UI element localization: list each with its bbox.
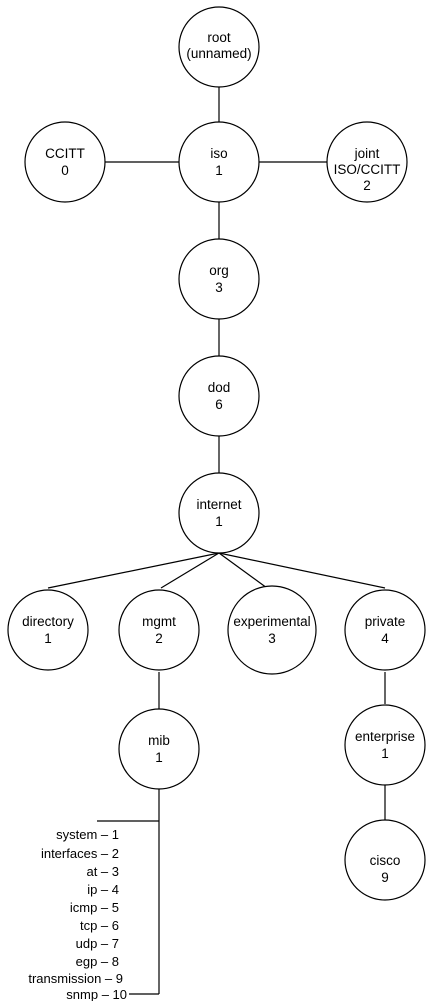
node-directory-circle — [7, 589, 89, 671]
node-joint-label: joint — [354, 146, 380, 161]
mib-group-item: tcp – 6 — [80, 918, 119, 933]
node-ccitt-value: 0 — [61, 163, 69, 178]
node-experimental-circle — [227, 585, 317, 675]
node-enterprise-label: enterprise — [355, 729, 415, 744]
node-iso: iso 1 — [178, 121, 260, 203]
edge-internet-mgmt — [160, 552, 220, 589]
node-mgmt: mgmt 2 — [118, 589, 200, 671]
node-dod: dod 6 — [178, 355, 260, 437]
mib-group-item: system – 1 — [56, 827, 119, 842]
mib-groups-list: system – 1 interfaces – 2 at – 3 ip – 4 … — [28, 827, 127, 1001]
node-directory: directory 1 — [7, 589, 89, 671]
edge-internet-private — [218, 552, 386, 589]
node-dod-value: 6 — [215, 397, 223, 412]
node-cisco-value: 9 — [381, 870, 389, 885]
node-directory-value: 1 — [44, 631, 52, 646]
node-joint-label2: ISO/CCITT — [334, 162, 401, 177]
mib-group-item: egp – 8 — [76, 954, 119, 969]
node-ccitt-label: CCITT — [45, 146, 85, 161]
node-root-value: (unnamed) — [186, 46, 251, 61]
node-mgmt-circle — [118, 589, 200, 671]
edge-internet-directory — [47, 552, 220, 589]
node-enterprise: enterprise 1 — [344, 704, 426, 786]
node-root-label: root — [207, 30, 231, 45]
node-experimental-label: experimental — [233, 614, 310, 629]
node-private-circle — [344, 589, 426, 671]
node-root-circle — [178, 6, 260, 88]
mib-group-item: interfaces – 2 — [41, 846, 119, 861]
node-enterprise-value: 1 — [381, 746, 389, 761]
node-internet-value: 1 — [215, 514, 223, 529]
node-cisco: cisco 9 — [344, 819, 426, 901]
node-mib: mib 1 — [118, 708, 200, 790]
node-joint-value: 2 — [363, 178, 371, 193]
node-directory-label: directory — [22, 614, 74, 629]
node-org: org 3 — [178, 238, 260, 320]
node-private-label: private — [365, 614, 406, 629]
node-joint: joint ISO/CCITT 2 — [326, 121, 408, 203]
node-iso-label: iso — [210, 146, 227, 161]
mib-group-item: snmp – 10 — [66, 987, 127, 1001]
edge-internet-experimental — [218, 552, 268, 589]
node-iso-circle — [178, 121, 260, 203]
node-experimental-value: 3 — [268, 631, 276, 646]
mib-group-item: ip – 4 — [87, 882, 119, 897]
node-mib-circle — [118, 708, 200, 790]
node-internet-circle — [178, 472, 260, 554]
node-org-value: 3 — [215, 280, 223, 295]
node-root: root (unnamed) — [178, 6, 260, 88]
node-cisco-label: cisco — [370, 853, 401, 868]
node-org-label: org — [209, 263, 229, 278]
node-private: private 4 — [344, 589, 426, 671]
node-mgmt-label: mgmt — [142, 614, 176, 629]
node-mib-label: mib — [148, 733, 170, 748]
node-mib-value: 1 — [155, 750, 163, 765]
node-internet: internet 1 — [178, 472, 260, 554]
node-ccitt-circle — [24, 121, 106, 203]
node-private-value: 4 — [381, 631, 389, 646]
node-experimental: experimental 3 — [227, 585, 317, 675]
tree-edges — [47, 87, 386, 995]
node-org-circle — [178, 238, 260, 320]
node-enterprise-circle — [344, 704, 426, 786]
mib-group-item: at – 3 — [86, 864, 119, 879]
node-joint-circle — [326, 121, 408, 203]
mib-group-item: transmission – 9 — [28, 971, 123, 986]
node-iso-value: 1 — [215, 163, 223, 178]
node-internet-label: internet — [196, 497, 241, 512]
node-dod-label: dod — [208, 380, 231, 395]
mib-group-item: udp – 7 — [76, 936, 119, 951]
node-ccitt: CCITT 0 — [24, 121, 106, 203]
node-mgmt-value: 2 — [155, 631, 163, 646]
node-cisco-circle — [344, 819, 426, 901]
mib-group-item: icmp – 5 — [70, 900, 119, 915]
node-dod-circle — [178, 355, 260, 437]
